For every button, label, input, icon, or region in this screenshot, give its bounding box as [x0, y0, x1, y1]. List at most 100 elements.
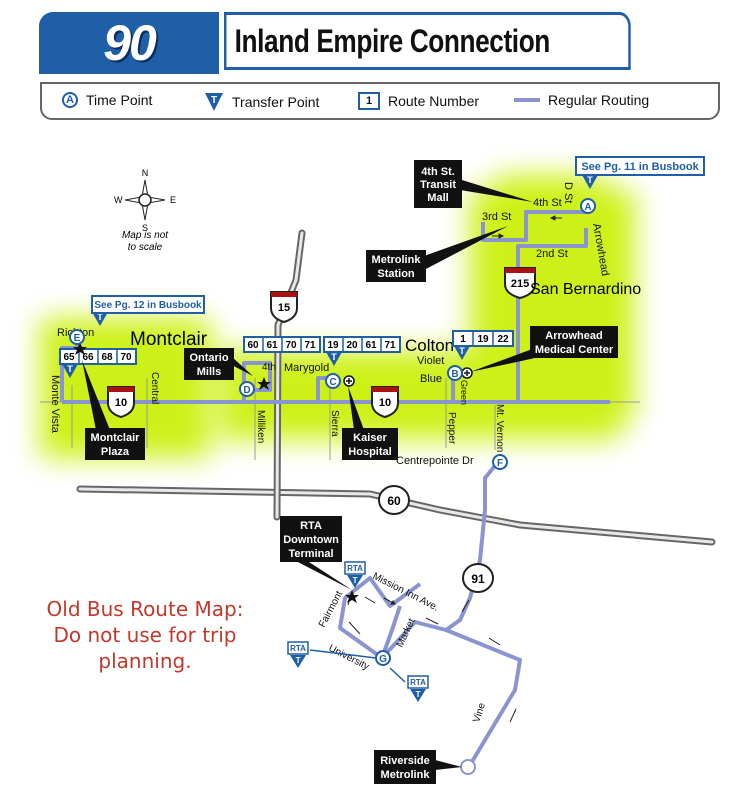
svg-text:Montclair: Montclair [91, 432, 141, 444]
svg-text:4th St.: 4th St. [421, 166, 455, 178]
service-area-highlight [40, 175, 635, 458]
legend-route-number-label: Route Number [388, 93, 480, 109]
svg-text:Ontario: Ontario [189, 352, 228, 364]
regular-routing-icon [514, 98, 540, 102]
time-point-d: D [239, 381, 255, 397]
svg-text:Mall: Mall [427, 192, 448, 204]
time-point-c: C [325, 373, 341, 389]
legend-transfer-point: T Transfer Point [204, 92, 319, 112]
transfer-icon-marygold: T [326, 352, 342, 366]
compass-e: E [170, 195, 176, 205]
route-number-icon: 1 [358, 92, 380, 110]
landmark-star-icon [73, 342, 359, 603]
street-violet: Violet [417, 355, 444, 367]
legend-time-point: A Time Point [62, 92, 152, 108]
svg-text:Station: Station [377, 268, 415, 280]
sr91-shield: 91 [462, 563, 494, 593]
old-map-disclaimer: Old Bus Route Map: Do not use for trip p… [30, 596, 260, 674]
street-central: Central [149, 372, 160, 404]
svg-text:RTA: RTA [410, 678, 426, 687]
svg-text:61: 61 [365, 340, 377, 351]
busbook-callout-11[interactable]: See Pg. 11 in Busbook [575, 156, 705, 176]
svg-text:Metrolink: Metrolink [372, 254, 422, 266]
street-2nd-st: 2nd St [536, 248, 568, 260]
svg-text:15: 15 [278, 302, 290, 314]
disclaimer-line-1: Old Bus Route Map: [46, 597, 244, 621]
svg-text:Downtown: Downtown [283, 534, 339, 546]
time-point-icon: A [62, 92, 78, 108]
compass-s: S [142, 223, 148, 233]
street-mt-vernon: Mt. Vernon [494, 404, 505, 452]
time-point-g: G [375, 650, 391, 666]
i215-shield: 215 [504, 267, 536, 300]
street-blue: Blue [420, 373, 442, 385]
street-vine: Vine [471, 701, 488, 724]
transfer-point-icon: T [205, 93, 223, 111]
street-4th-st: 4th St [533, 197, 562, 209]
time-point-f: F [492, 454, 508, 470]
svg-text:C: C [329, 377, 336, 388]
svg-text:19: 19 [327, 340, 339, 351]
svg-text:F: F [497, 458, 503, 469]
disclaimer-line-2: Do not use for trip [53, 623, 237, 647]
svg-text:T: T [97, 312, 103, 322]
svg-text:See Pg. 11 in Busbook: See Pg. 11 in Busbook [581, 161, 699, 173]
riverside-end-point [460, 759, 476, 775]
svg-text:60: 60 [387, 494, 401, 508]
transfer-icon-montclair: T [62, 364, 78, 378]
svg-text:10: 10 [379, 397, 391, 409]
street-3rd-st: 3rd St [482, 211, 511, 223]
svg-text:See Pg. 12 in Busbook: See Pg. 12 in Busbook [94, 300, 202, 311]
street-milliken: Milliken [255, 410, 266, 443]
sr60-shield: 60 [378, 485, 410, 515]
rta-icon-terminal: RTA T [344, 561, 366, 588]
disclaimer-line-3: planning. [98, 649, 192, 673]
busbook-callout-12[interactable]: See Pg. 12 in Busbook [91, 295, 205, 314]
route-number-badge: 90 [39, 12, 219, 74]
legend-regular-routing: Regular Routing [514, 92, 649, 108]
street-centrepointe: Centrepointe Dr [396, 455, 474, 467]
time-point-e: E [69, 329, 85, 345]
svg-text:10: 10 [115, 397, 127, 409]
scale-note-1: Map is not [122, 230, 169, 241]
svg-text:Mills: Mills [197, 366, 221, 378]
svg-text:B: B [451, 369, 458, 380]
legend: A Time Point T Transfer Point 1 Route Nu… [40, 82, 720, 120]
i10-shield-west: 10 [107, 386, 135, 419]
svg-text:71: 71 [384, 340, 396, 351]
legend-route-number: 1 Route Number [358, 92, 479, 110]
street-green: Green [459, 380, 469, 405]
place-montclair: Montclair [130, 329, 208, 350]
svg-text:RTA: RTA [347, 564, 363, 573]
svg-text:215: 215 [511, 278, 529, 290]
svg-text:E: E [74, 333, 81, 344]
svg-text:68: 68 [101, 352, 113, 363]
svg-text:61: 61 [266, 340, 278, 351]
svg-text:T: T [587, 175, 593, 185]
street-marygold: Marygold [284, 362, 329, 374]
i10-shield-east: 10 [371, 386, 399, 419]
svg-text:T: T [353, 576, 358, 585]
svg-text:Terminal: Terminal [288, 548, 333, 560]
street-market: Market [395, 617, 418, 650]
svg-text:RTA: RTA [290, 644, 306, 653]
time-points: A B C D E F G [69, 198, 596, 775]
svg-text:Medical Center: Medical Center [535, 344, 614, 356]
time-point-b: B [447, 365, 463, 381]
svg-text:T: T [211, 95, 217, 106]
time-point-a: A [580, 198, 596, 214]
svg-text:A: A [584, 202, 591, 213]
svg-text:70: 70 [285, 340, 297, 351]
